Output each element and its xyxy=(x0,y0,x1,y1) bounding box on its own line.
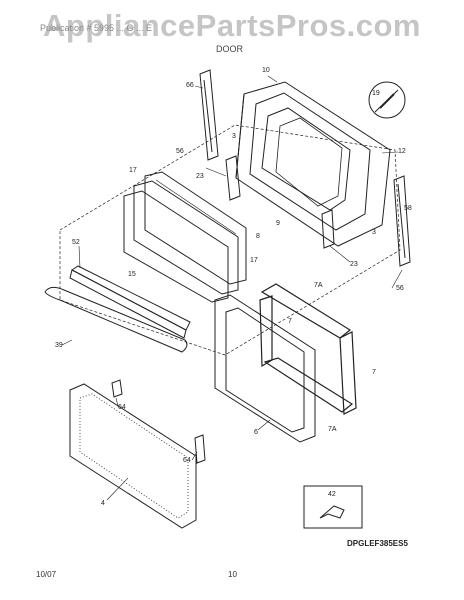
callout-6: 6 xyxy=(254,429,258,436)
callout-4: 4 xyxy=(101,500,105,507)
callout-15: 15 xyxy=(128,271,136,278)
callout-64-upper: 64 xyxy=(118,404,126,411)
clip-lower xyxy=(194,434,206,464)
hinge-bracket-right xyxy=(321,209,335,249)
watermark-logo: AppliancePartsPros.com xyxy=(43,8,421,43)
door-gaskets xyxy=(259,283,357,415)
section-title: DOOR xyxy=(216,44,243,54)
part-42-inset xyxy=(303,485,363,529)
inner-door-liner xyxy=(214,294,316,443)
callout-8: 8 xyxy=(256,233,260,240)
frame-window xyxy=(275,117,343,207)
callout-3-right: 3 xyxy=(372,229,376,236)
callout-58: 58 xyxy=(404,205,412,212)
callout-64-lower: 64 xyxy=(183,457,191,464)
callout-12: 12 xyxy=(398,148,406,155)
screw-detail xyxy=(368,81,406,119)
callout-7-right: 7 xyxy=(372,369,376,376)
callout-56-top: 56 xyxy=(176,148,184,155)
callout-23-bottom: 23 xyxy=(350,261,358,268)
callout-9: 9 xyxy=(276,220,280,227)
callout-7A-bottom: 7A xyxy=(328,426,337,433)
leader-lines xyxy=(61,75,403,501)
outer-door-frame xyxy=(235,81,391,247)
callout-7-left: 7 xyxy=(288,318,292,325)
publication-header: Publication # 5995 ... G ... E xyxy=(40,23,153,33)
vent-strip-left xyxy=(199,69,219,161)
vent-strip-right xyxy=(393,175,411,267)
callout-52: 52 xyxy=(72,239,80,246)
callout-23-top: 23 xyxy=(196,173,204,180)
door-handle xyxy=(69,265,191,339)
callout-3-top: 3 xyxy=(232,133,236,140)
front-door-panel xyxy=(69,383,197,529)
footer-date: 10/07 xyxy=(36,570,57,579)
hinge-bracket-left xyxy=(225,155,241,201)
callout-42: 42 xyxy=(328,491,336,498)
callout-10: 10 xyxy=(262,67,270,74)
drawing-code: DPGLEF385ES5 xyxy=(347,539,408,548)
footer-page-number: 10 xyxy=(228,570,237,579)
handle-trim xyxy=(44,286,188,353)
callout-19: 19 xyxy=(372,90,380,97)
callout-17-top: 17 xyxy=(129,167,137,174)
callout-7A-top: 7A xyxy=(314,282,323,289)
callout-66: 66 xyxy=(186,82,194,89)
callout-17-bottom: 17 xyxy=(250,257,258,264)
clip-upper xyxy=(111,379,123,398)
glass-pack xyxy=(123,171,247,303)
callout-56-bottom: 56 xyxy=(396,285,404,292)
callout-39: 39 xyxy=(55,342,63,349)
guide-dashed-outline xyxy=(59,124,401,356)
